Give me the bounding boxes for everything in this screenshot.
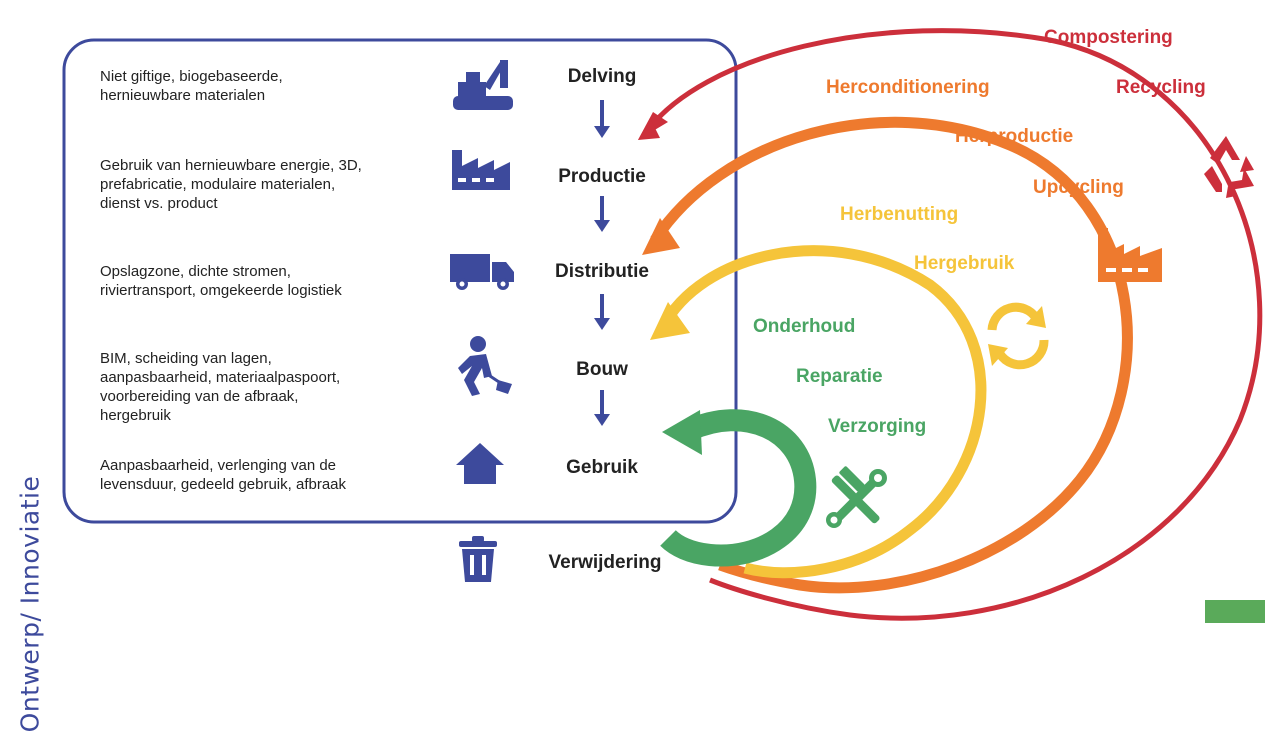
stage-description-productie: Gebruik van hernieuwbare energie, 3D, pr… xyxy=(100,156,362,213)
page-number-badge xyxy=(1205,600,1265,623)
arrow-down-icon xyxy=(594,100,610,138)
recycle-icon xyxy=(1204,136,1254,198)
arrow-down-icon xyxy=(594,196,610,232)
loop-label-onderhoud: Onderhoud xyxy=(753,316,856,337)
loop-label-herproductie: Herproductie xyxy=(955,126,1074,147)
stage-delving: Delving xyxy=(567,66,637,87)
description-line: hernieuwbare materialen xyxy=(100,87,266,104)
yellow-loop xyxy=(650,245,987,579)
side-title-text: Ontwerp/ Innoviatie xyxy=(15,475,45,732)
stage-productie: Productie xyxy=(558,166,646,187)
stage-distributie: Distributie xyxy=(555,261,649,282)
circular-economy-diagram xyxy=(62,28,1263,621)
orange-loop xyxy=(642,116,1133,594)
description-line: riviertransport, omgekeerde logistiek xyxy=(100,282,342,299)
loop-label-hergebruik: Hergebruik xyxy=(914,253,1015,274)
loop-label-compostering: Compostering xyxy=(1044,27,1173,48)
house-icon xyxy=(456,443,504,484)
description-line: hergebruik xyxy=(100,407,171,424)
stage-description-distributie: Opslagzone, dichte stromen, riviertransp… xyxy=(100,262,342,300)
description-line: Gebruik van hernieuwbare energie, 3D, xyxy=(100,157,362,174)
excavator-icon xyxy=(453,60,513,110)
stage-arrows xyxy=(594,100,610,426)
description-line: prefabricatie, modulaire materialen, xyxy=(100,176,336,193)
loop-label-herconditionering: Herconditionering xyxy=(826,77,990,98)
green-loop xyxy=(660,409,817,567)
construction-worker-icon xyxy=(458,336,512,396)
trash-icon xyxy=(459,536,497,582)
tools-icon xyxy=(826,466,887,528)
truck-icon xyxy=(450,254,514,290)
stage-description-gebruik: Aanpasbaarheid, verlenging van de levens… xyxy=(100,456,346,494)
stage-verwijdering: Verwijdering xyxy=(548,552,662,573)
stage-description-delving: Niet giftige, biogebaseerde, hernieuwbar… xyxy=(100,67,283,105)
factory-icon xyxy=(452,150,510,190)
stage-description-bouw: BIM, scheiding van lagen, aanpasbaarheid… xyxy=(100,349,340,425)
factory-icon xyxy=(1098,228,1162,282)
description-line: levensduur, gedeeld gebruik, afbraak xyxy=(100,476,347,493)
description-line: dienst vs. product xyxy=(100,195,218,212)
stage-bouw: Bouw xyxy=(576,359,628,380)
refresh-icon xyxy=(987,302,1049,370)
loop-label-herbenutting: Herbenutting xyxy=(840,204,959,225)
description-line: Aanpasbaarheid, verlenging van de xyxy=(100,457,337,474)
loop-label-verzorging: Verzorging xyxy=(828,416,927,437)
description-line: aanpasbaarheid, materiaalpaspoort, xyxy=(100,369,341,386)
loop-label-recycling: Recycling xyxy=(1116,77,1206,98)
description-line: BIM, scheiding van lagen, xyxy=(100,350,272,367)
description-line: voorbereiding van de afbraak, xyxy=(100,388,299,405)
arrow-down-icon xyxy=(594,294,610,330)
loop-label-reparatie: Reparatie xyxy=(796,366,883,387)
lifecycle-frame xyxy=(62,38,738,524)
description-line: Opslagzone, dichte stromen, xyxy=(100,263,291,280)
red-loop xyxy=(638,28,1263,621)
stage-gebruik: Gebruik xyxy=(566,457,638,478)
description-line: Niet giftige, biogebaseerde, xyxy=(100,68,283,85)
arrow-down-icon xyxy=(594,390,610,426)
loop-label-upcycling: Upcycling xyxy=(1033,177,1124,198)
